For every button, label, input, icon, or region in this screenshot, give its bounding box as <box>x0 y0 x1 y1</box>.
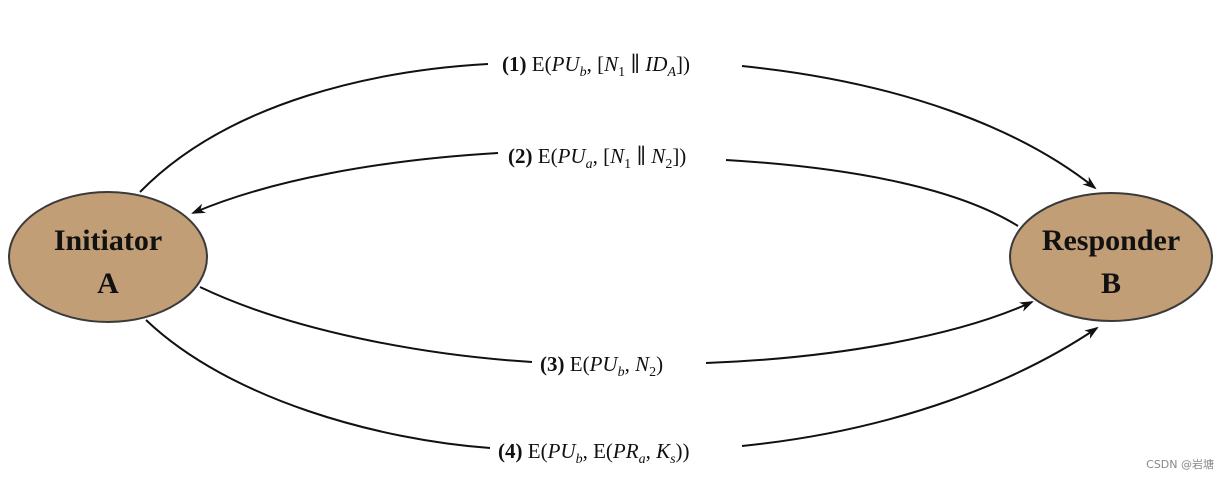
message-2-label: (2) E(PUa, [N1 ∥ N2]) <box>508 144 686 172</box>
initiator-label: Initiator <box>54 224 162 257</box>
responder-label: Responder <box>1042 224 1180 257</box>
arrow-4-a-to-b <box>145 320 1097 449</box>
message-3-label: (3) E(PUb, N2) <box>540 352 663 380</box>
arrow-2-b-to-a <box>193 152 1019 227</box>
responder-id: B <box>1101 267 1121 300</box>
arrow-1-a-to-b <box>139 63 1095 192</box>
message-1-label: (1) E(PUb, [N1 ∥ IDA]) <box>502 52 690 80</box>
initiator-node: Initiator A <box>8 191 208 323</box>
message-4-label: (4) E(PUb, E(PRa, Ks)) <box>498 439 690 467</box>
arrow-3-a-to-b <box>199 286 1032 364</box>
responder-node: Responder B <box>1009 192 1213 322</box>
watermark-text: CSDN @岩塘 <box>1146 458 1214 471</box>
initiator-id: A <box>97 267 119 300</box>
